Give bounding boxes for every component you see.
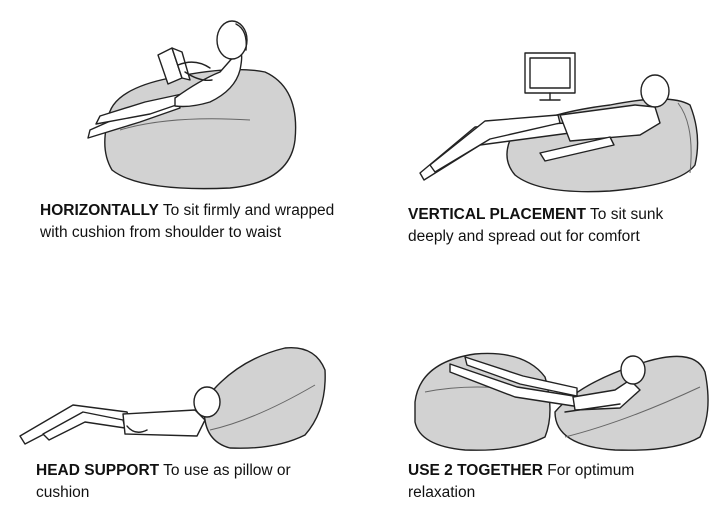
caption-heading: HEAD SUPPORT [36,462,160,479]
caption-text: To use as pillow or cushion [36,462,291,501]
caption-heading: HORIZONTALLY [40,202,159,219]
caption-heading: USE 2 TOGETHER [408,462,543,479]
caption-use-2-together: USE 2 TOGETHER For optimum relaxation [408,460,698,504]
caption-horizontally: HORIZONTALLY To sit firmly and wrapped w… [40,200,340,244]
caption-heading: VERTICAL PLACEMENT [408,206,586,223]
illustration-reading-on-beanbag [87,20,297,190]
caption-text: To sit sunk deeply and spread out for co… [408,206,664,245]
illustration-tv-on-beanbag [419,52,699,193]
illustration-lying-on-beanbag [19,346,326,449]
illustration-two-beanbags [414,352,709,451]
caption-head-support: HEAD SUPPORT To use as pillow or cushion [36,460,336,504]
caption-vertical-placement: VERTICAL PLACEMENT To sit sunk deeply an… [408,204,708,248]
caption-text: To sit firmly and wrapped with cushion f… [40,202,335,241]
caption-text: For optimum relaxation [408,462,635,501]
